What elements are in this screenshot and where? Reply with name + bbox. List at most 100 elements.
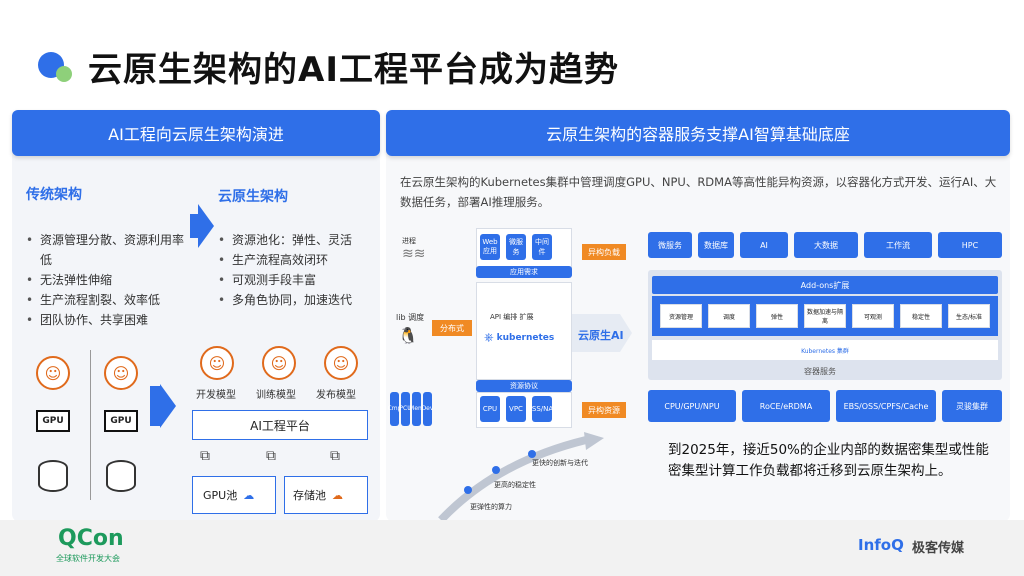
database-icon — [106, 460, 136, 492]
workload-chip: 大数据 — [794, 232, 858, 258]
developer-icon: ☺ — [200, 346, 234, 380]
helm-wheel-icon: ⎈ — [484, 330, 494, 344]
trainer-icon: ☺ — [262, 346, 296, 380]
app-demand-bar: 应用需求 — [476, 266, 572, 278]
workload-chip: AI — [740, 232, 788, 258]
evolve-arrow-bar — [190, 214, 198, 238]
cpu-small-box: Mem — [409, 392, 424, 426]
user-icon: ☺ — [104, 356, 138, 390]
evolve-arrow-icon-2 — [160, 384, 176, 428]
network-icon: ⧉ — [330, 448, 340, 464]
growth-curve-path — [438, 436, 587, 522]
kubernetes-logo: ⎈ kubernetes — [484, 330, 554, 345]
gpu-icon: GPU — [104, 410, 138, 432]
network-icon: ⧉ — [200, 448, 210, 464]
res-chip: OSS/NAS — [526, 396, 558, 422]
cloud-chip-icon: ☁ — [243, 488, 255, 502]
k8s-core-box — [476, 282, 572, 380]
addons-row: 资源管理 调度 弹性 数据加速与隔离 可观测 稳定性 生态/标准 — [660, 304, 990, 328]
cloud-db-icon: ☁ — [332, 488, 343, 502]
cpu-small-row: Cmp PCU Mem Dev — [388, 392, 434, 426]
k8s-group-bar: Kubernetes 集群 — [652, 340, 998, 360]
infoq-chinese-name: 极客传媒 — [912, 541, 965, 556]
traditional-bullets: 资源管理分散、资源利用率低 无法弹性伸缩 生产流程割裂、效率低 团队协作、共享困… — [26, 230, 186, 330]
traditional-bullet: 资源管理分散、资源利用率低 — [26, 230, 186, 270]
traditional-bullet: 无法弹性伸缩 — [26, 270, 186, 290]
database-icon — [38, 460, 68, 492]
addon-chip: 可观测 — [852, 304, 894, 328]
workload-chip: 工作流 — [864, 232, 932, 258]
role-label: 开发模型 — [196, 390, 236, 401]
traditional-heading: 传统架构 — [26, 187, 82, 203]
lib-label: lib 调度 — [396, 313, 425, 322]
migration-statistic: 到2025年，接近50%的企业内部的数据密集型或性能密集型计算工作负载都将迁移到… — [668, 442, 989, 479]
infra-chip: CPU/GPU/NPU — [648, 390, 736, 422]
cloud-bullets: 资源池化：弹性、灵活 生产流程高效闭环 可观测手段丰富 多角色协同，加速迭代 — [218, 230, 378, 310]
addon-chip: 弹性 — [756, 304, 798, 328]
qcon-logo: QCon — [58, 526, 124, 551]
infra-chip: RoCE/eRDMA — [742, 390, 830, 422]
addon-chip: 资源管理 — [660, 304, 702, 328]
api-label: API 编排 扩展 — [490, 313, 534, 321]
user-icon: ☺ — [36, 356, 70, 390]
curve-point — [492, 466, 500, 474]
cloud-bullet: 可观测手段丰富 — [218, 270, 378, 290]
right-description: 在云原生架构的Kubernetes集群中管理调度GPU、NPU、RDMA等高性能… — [400, 175, 997, 209]
evolve-arrow-bar-2 — [150, 386, 160, 426]
kubernetes-label: kubernetes — [496, 332, 555, 343]
res-chip: CPU — [480, 396, 500, 422]
gpu-icon: GPU — [36, 410, 70, 432]
ai-platform-box: AI工程平台 — [192, 410, 368, 440]
evolve-arrow-icon — [198, 204, 214, 248]
curve-label: 更快的创新与迭代 — [532, 459, 588, 467]
infra-chip: 灵骏集群 — [942, 390, 1002, 422]
workload-chip: 微服务 — [648, 232, 692, 258]
app-chip: 微服务 — [506, 234, 526, 260]
network-icon: ⧉ — [266, 448, 276, 464]
traditional-bullet: 团队协作、共享困难 — [26, 310, 186, 330]
publisher-icon: ☺ — [324, 346, 358, 380]
cloud-bullet: 生产流程高效闭环 — [218, 250, 378, 270]
linux-icon: 🐧 — [398, 326, 418, 345]
cpu-small-box: Cmp — [388, 392, 401, 426]
addon-chip: 数据加速与隔离 — [804, 304, 846, 328]
storage-pool-box: 存储池 ☁ — [284, 476, 368, 514]
storage-pool-label: 存储池 — [293, 489, 326, 502]
gpu-pool-box: GPU池 ☁ — [192, 476, 276, 514]
container-service-label: 容器服务 — [804, 367, 836, 376]
gpu-pool-label: GPU池 — [203, 489, 238, 502]
app-chip: 中间件 — [532, 234, 552, 260]
cloud-ai-label: 云原生AI — [578, 329, 624, 342]
cloud-heading: 云原生架构 — [218, 189, 288, 205]
cpu-small-box: PCU — [399, 392, 412, 426]
curve-point — [464, 486, 472, 494]
role-label: 发布模型 — [316, 390, 356, 401]
cloud-bullet: 资源池化：弹性、灵活 — [218, 230, 378, 250]
workload-chip: 数据库 — [698, 232, 734, 258]
res-chip: VPC — [506, 396, 526, 422]
process-waves-icon: ≋≋ — [402, 246, 426, 262]
app-chip: Web应用 — [480, 234, 500, 260]
footer-bar — [0, 520, 1024, 576]
infoq-logo: InfoQ — [858, 536, 904, 554]
distributed-arrow: 分布式 — [432, 320, 472, 336]
page-title: 云原生架构的AI工程平台成为趋势 — [88, 50, 619, 90]
hetero-res-arrow: 异构资源 — [582, 402, 626, 418]
right-panel-header: 云原生架构的容器服务支撑AI智算基础底座 — [386, 110, 1010, 156]
addon-chip: 稳定性 — [900, 304, 942, 328]
left-panel-header: AI工程向云原生架构演进 — [12, 110, 380, 156]
growth-curve — [438, 432, 604, 522]
addon-chip: 生态/标准 — [948, 304, 990, 328]
addons-title-bar: Add-ons扩展 — [652, 276, 998, 294]
addon-chip: 调度 — [708, 304, 750, 328]
curve-label: 更弹性的算力 — [470, 503, 512, 511]
k8s-group-label: Kubernetes 集群 — [801, 347, 849, 355]
infra-chip: EBS/OSS/CPFS/Cache — [836, 390, 936, 422]
process-label: 进程 — [402, 237, 416, 245]
cloud-ai-arrow — [572, 314, 632, 352]
resource-protocol-bar: 资源协议 — [476, 380, 572, 392]
traditional-bullet: 生产流程割裂、效率低 — [26, 290, 186, 310]
title-dot-accent-icon — [56, 66, 72, 82]
qcon-subtitle: 全球软件开发大会 — [56, 554, 120, 563]
growth-arrowhead-icon — [584, 432, 604, 450]
